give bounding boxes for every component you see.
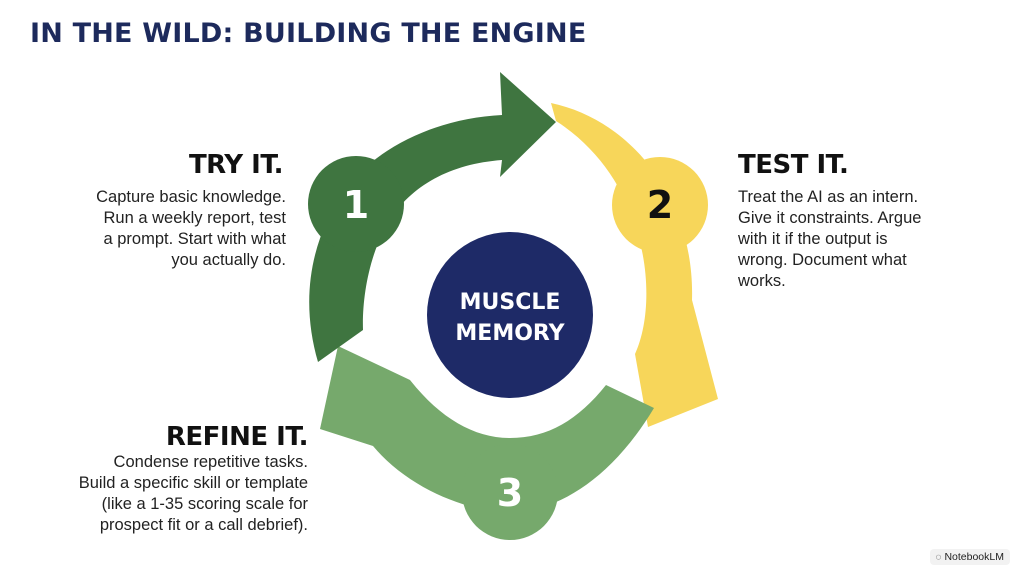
step-3-description: Condense repetitive tasks. Build a speci… bbox=[78, 453, 308, 534]
step-2-description: Treat the AI as an intern. Give it const… bbox=[738, 188, 922, 290]
arrow-try bbox=[309, 72, 556, 362]
step-1-description: Capture basic knowledge. Run a weekly re… bbox=[96, 188, 286, 269]
arrow-refine bbox=[320, 346, 654, 512]
step-1-circle bbox=[308, 156, 404, 252]
step-2-number: 2 bbox=[647, 183, 673, 227]
arrow-test bbox=[551, 103, 718, 427]
center-label-line1: MUSCLE bbox=[460, 290, 561, 315]
step-1-number: 1 bbox=[343, 183, 369, 227]
watermark-text: NotebookLM bbox=[944, 551, 1004, 563]
step-3-circle bbox=[462, 444, 558, 540]
notebooklm-watermark: ◌ NotebookLM bbox=[929, 549, 1010, 565]
notebooklm-logo-icon: ◌ bbox=[935, 551, 942, 563]
step-3-number: 3 bbox=[497, 471, 523, 515]
center-label-line2: MEMORY bbox=[455, 321, 565, 346]
step-2-circle bbox=[612, 157, 708, 253]
center-circle bbox=[427, 232, 593, 398]
step-3-heading: REFINE IT. bbox=[165, 422, 309, 452]
step-2-heading: TEST IT. bbox=[738, 150, 849, 180]
page-title: IN THE WILD: BUILDING THE ENGINE bbox=[30, 18, 587, 49]
step-1-heading: TRY IT. bbox=[188, 150, 284, 180]
